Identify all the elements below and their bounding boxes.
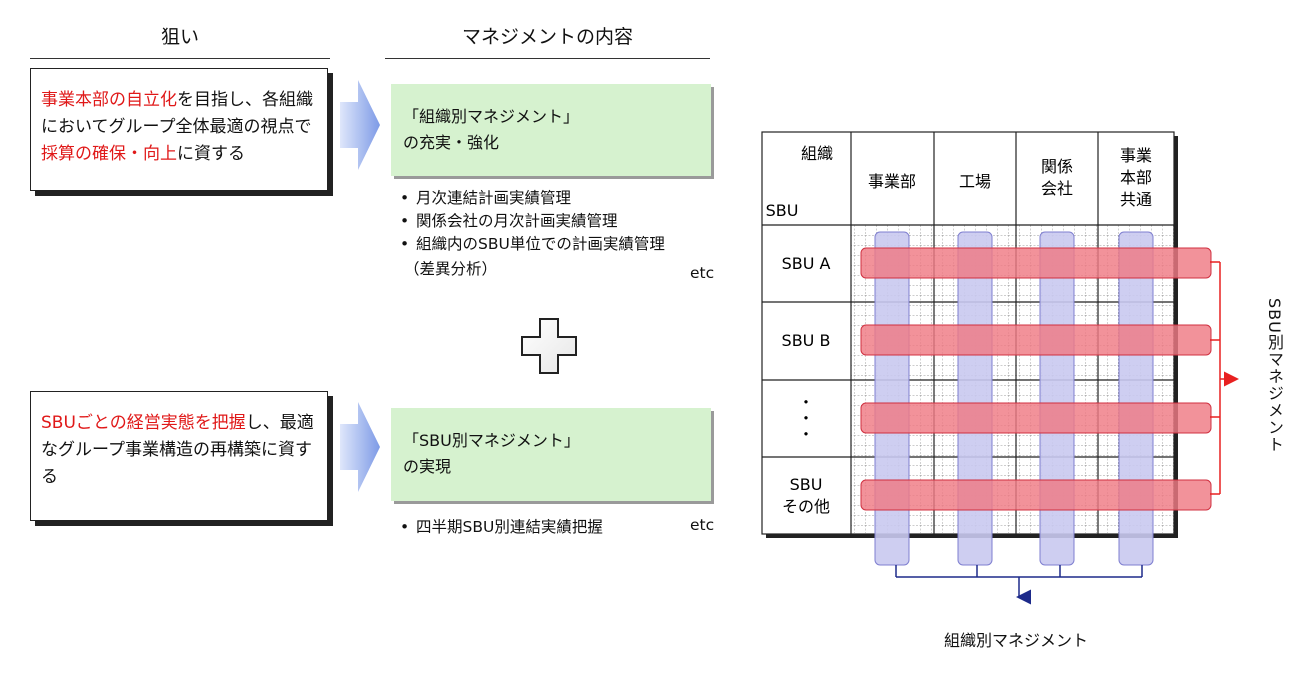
list-item: 月次連結計画実績管理: [398, 187, 728, 210]
row-header: ・・・: [798, 393, 814, 444]
mgmt2-line1: 「SBU別マネジメント」: [403, 431, 580, 450]
organization-band: [874, 231, 910, 566]
mgmt2-etc: etc: [690, 516, 715, 534]
goal-text-run: 事業本部の自立化: [41, 90, 177, 110]
corner-sbu-label: SBU: [766, 201, 799, 220]
mgmt1-sub-text: （差異分析）: [404, 260, 498, 278]
goal-text-run: し、最適なグループ事業構造の再構築に資する: [41, 413, 314, 487]
organization-band: [1118, 231, 1154, 566]
column-header: 工場: [959, 172, 991, 191]
management-header: マネジメントの内容: [461, 26, 633, 48]
mgmt2-bullet-list: 四半期SBU別連結実績把握: [398, 516, 698, 539]
sbu-band: [860, 324, 1212, 356]
goal-text-run: 採算の確保・向上: [41, 144, 177, 164]
column-headers: 事業部 工場 関係会社 事業本部共通: [868, 146, 1152, 209]
column-header: 事業本部共通: [1120, 146, 1152, 209]
mgmt-box-organization: 「組織別マネジメント」 の充実・強化: [391, 84, 711, 176]
list-item: 関係会社の月次計画実績管理: [398, 210, 728, 233]
list-item: 四半期SBU別連結実績把握: [398, 516, 698, 539]
goal-text-run: を目指し、各組織においてグループ全体最適の視点で: [41, 90, 313, 137]
organization-bracket: [895, 565, 1143, 605]
sbu-band: [860, 479, 1212, 511]
goal-text-run: SBUごとの経営実態を把握: [41, 413, 246, 433]
goal-box-autonomy: 事業本部の自立化を目指し、各組織においてグループ全体最適の視点で採算の確保・向上…: [30, 68, 328, 191]
organization-band: [1039, 231, 1075, 566]
sbu-band: [860, 247, 1212, 279]
row-header: SBU B: [782, 331, 831, 350]
sbu-bands: [860, 247, 1212, 511]
aim-header: 狙い: [160, 26, 199, 48]
mgmt2-line2: の実現: [403, 457, 452, 476]
goal-text-run: に資する: [177, 144, 245, 164]
sbu-bracket: [1210, 261, 1239, 495]
column-header: 事業部: [868, 172, 916, 191]
plus-icon: [521, 318, 577, 374]
mgmt1-line1: 「組織別マネジメント」: [403, 107, 580, 126]
aim-header-rule: [30, 58, 330, 59]
organization-management-label: 組織別マネジメント: [944, 631, 1089, 650]
sbu-band: [860, 402, 1212, 434]
sbu-management-label: SBU別マネジメント: [1265, 298, 1284, 453]
corner-org-label: 組織: [801, 144, 833, 163]
mgmt1-etc: etc: [690, 264, 715, 282]
management-header-rule: [385, 58, 710, 59]
right-arrow-icon: [340, 80, 380, 170]
mgmt1-line2: の充実・強化: [403, 133, 500, 152]
row-header: SBU A: [782, 254, 831, 273]
organization-band: [957, 231, 993, 566]
mgmt1-bullet-list: 月次連結計画実績管理 関係会社の月次計画実績管理 組織内のSBU単位での計画実績…: [398, 187, 728, 256]
list-item: 組織内のSBU単位での計画実績管理: [398, 233, 728, 256]
goal-box-sbu: SBUごとの経営実態を把握し、最適なグループ事業構造の再構築に資する: [30, 391, 328, 521]
right-arrow-icon: [340, 402, 380, 492]
mgmt-box-sbu: 「SBU別マネジメント」 の実現: [391, 408, 711, 501]
column-header: 関係会社: [1041, 157, 1073, 198]
